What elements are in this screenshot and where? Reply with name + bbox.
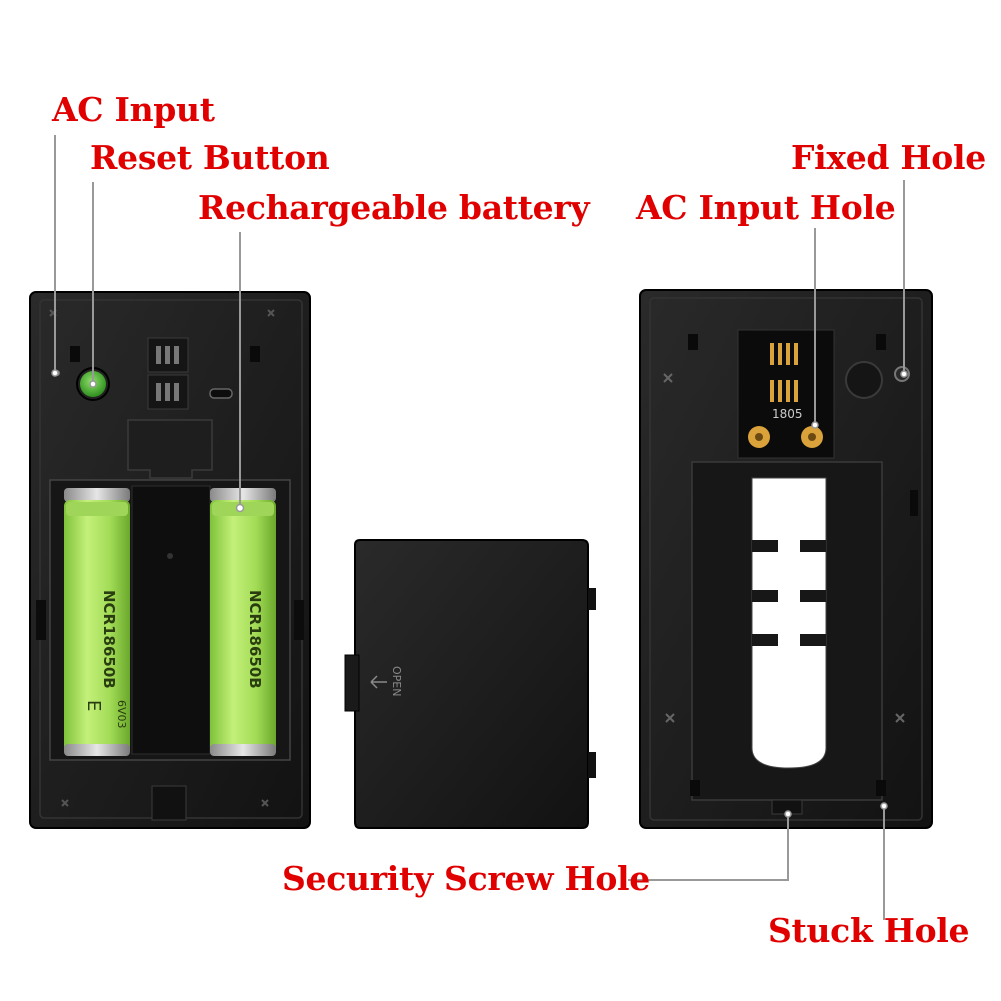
label-ac-input: AC Input	[52, 90, 215, 129]
label-security-screw-hole: Security Screw Hole	[282, 859, 650, 898]
doorbell-body-open: NCR18650B E 6V03 NCR18650B	[29, 291, 311, 829]
battery-cover: OPEN	[344, 539, 596, 829]
label-stuck-hole: Stuck Hole	[768, 911, 970, 950]
label-rechargeable-battery: Rechargeable battery	[198, 188, 590, 227]
label-fixed-hole: Fixed Hole	[791, 138, 986, 177]
arrow-icon	[370, 675, 387, 689]
leader-lines	[54, 135, 905, 920]
battery-model-text: NCR18650B	[100, 590, 118, 689]
battery-code-text: 6V03	[115, 700, 128, 729]
battery-mark-text: E	[83, 700, 104, 711]
board-code-text: 1805	[772, 407, 803, 421]
stuck-hole	[876, 780, 886, 796]
mounting-plate: 1805	[639, 289, 933, 829]
label-ac-input-hole: AC Input Hole	[636, 188, 896, 227]
cover-open-text: OPEN	[390, 666, 403, 696]
battery-right: NCR18650B	[210, 488, 276, 756]
battery-model-text: NCR18650B	[246, 590, 264, 689]
label-reset-button: Reset Button	[90, 138, 330, 177]
battery-left: NCR18650B E 6V03	[64, 488, 130, 756]
